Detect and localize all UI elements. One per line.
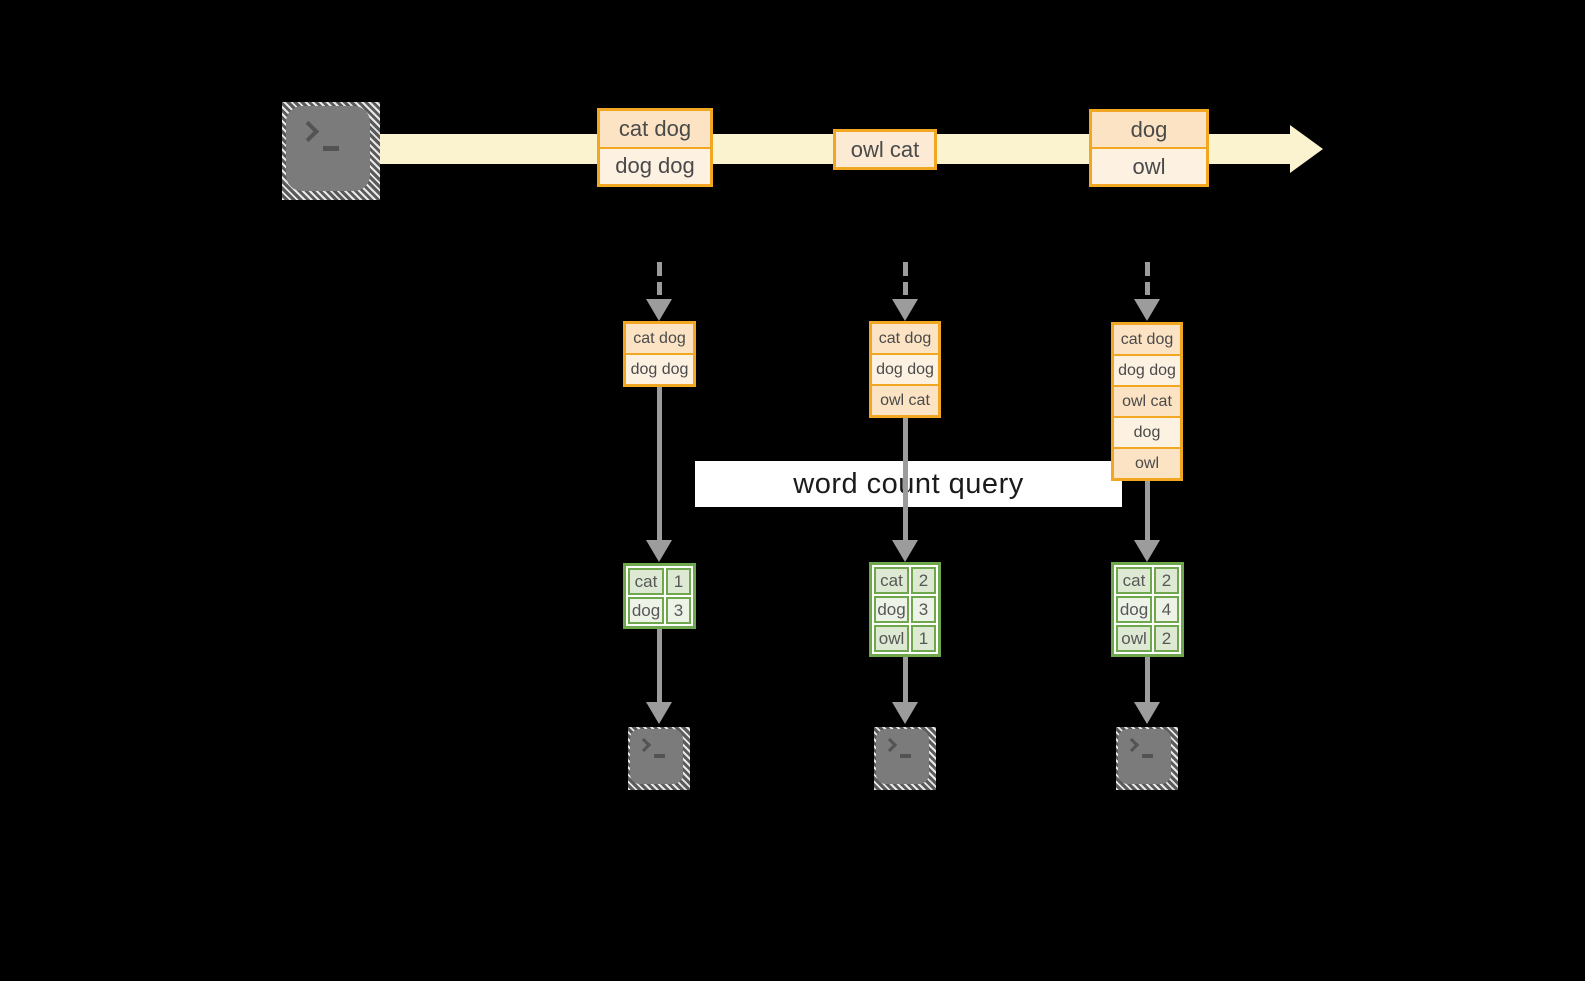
record-text: cat dog: [1114, 325, 1180, 354]
prompt-underscore-icon: [900, 754, 911, 758]
table-to-terminal-arrow: [1145, 657, 1150, 703]
table-to-terminal-arrow: [903, 657, 908, 703]
output-terminal-icon-1: [628, 727, 690, 790]
prompt-underscore-icon: [1142, 754, 1153, 758]
word-cell: cat: [874, 567, 909, 594]
record-text: dog dog: [600, 146, 710, 184]
arrow-head-icon: [892, 299, 918, 321]
arrow-head-icon: [1134, 702, 1160, 724]
stream-record-box-1: cat dog dog dog: [597, 108, 713, 187]
terminal-body: [876, 729, 929, 784]
record-text: dog dog: [626, 353, 693, 384]
word-cell: cat: [628, 568, 664, 595]
record-text: cat dog: [626, 324, 693, 353]
arrow-head-icon: [1134, 299, 1160, 321]
record-text: dog dog: [872, 353, 938, 384]
word-cell: dog: [874, 596, 909, 623]
arrow-head-icon: [646, 540, 672, 562]
record-text: owl cat: [836, 132, 934, 167]
arrow-head-icon: [646, 702, 672, 724]
prompt-chevron-icon: [297, 120, 320, 143]
arrow-head-icon: [646, 299, 672, 321]
ingest-dashed-arrow: [657, 262, 662, 276]
word-cell: dog: [1116, 596, 1152, 623]
record-text: cat dog: [600, 111, 710, 147]
stack-to-table-arrow: [903, 416, 908, 541]
word-cell: owl: [874, 625, 909, 652]
count-cell: 1: [911, 625, 936, 652]
record-text: dog: [1114, 416, 1180, 447]
word-cell: owl: [1116, 625, 1152, 652]
record-text: owl: [1092, 147, 1206, 184]
arrow-head-icon: [1134, 540, 1160, 562]
count-cell: 3: [911, 596, 936, 623]
terminal-body: [1118, 729, 1171, 784]
word-count-table-3: cat 2 dog 4 owl 2: [1111, 562, 1184, 657]
output-terminal-icon-3: [1116, 727, 1178, 790]
prompt-chevron-icon: [882, 737, 898, 753]
ingest-dashed-arrow: [1145, 262, 1150, 276]
output-terminal-icon-2: [874, 727, 936, 790]
ingest-dashed-arrow: [657, 282, 662, 295]
word-cell: dog: [628, 597, 664, 624]
stack-to-table-arrow: [1145, 478, 1150, 541]
record-text: dog dog: [1114, 354, 1180, 385]
stack-to-table-arrow: [657, 385, 662, 541]
prompt-chevron-icon: [1124, 737, 1140, 753]
count-cell: 3: [666, 597, 691, 624]
record-text: dog: [1092, 112, 1206, 147]
ingest-dashed-arrow: [903, 262, 908, 276]
record-text: cat dog: [872, 324, 938, 353]
stream-arrow-head-icon: [1290, 125, 1323, 173]
prompt-underscore-icon: [323, 146, 339, 151]
terminal-body: [286, 106, 370, 191]
terminal-body: [630, 729, 683, 784]
word-count-table-1: cat 1 dog 3: [623, 563, 696, 629]
table-to-terminal-arrow: [657, 629, 662, 703]
arrow-head-icon: [892, 540, 918, 562]
arrow-head-icon: [892, 702, 918, 724]
word-count-table-2: cat 2 dog 3 owl 1: [869, 562, 941, 657]
record-text: owl cat: [872, 384, 938, 415]
stream-record-box-2: owl cat: [833, 129, 937, 170]
record-stack-2: cat dog dog dog owl cat: [869, 321, 941, 418]
ingest-dashed-arrow: [1145, 282, 1150, 295]
count-cell: 2: [1154, 567, 1179, 594]
record-text: owl cat: [1114, 385, 1180, 416]
count-cell: 2: [1154, 625, 1179, 652]
record-stack-3: cat dog dog dog owl cat dog owl: [1111, 322, 1183, 481]
record-text: owl: [1114, 447, 1180, 478]
record-stack-1: cat dog dog dog: [623, 321, 696, 387]
query-band-label: word count query: [793, 467, 1024, 500]
source-terminal-icon: [282, 102, 380, 200]
count-cell: 2: [911, 567, 936, 594]
stream-record-box-3: dog owl: [1089, 109, 1209, 187]
count-cell: 4: [1154, 596, 1179, 623]
prompt-chevron-icon: [636, 737, 652, 753]
query-band: word count query: [695, 461, 1122, 507]
word-cell: cat: [1116, 567, 1152, 594]
ingest-dashed-arrow: [903, 282, 908, 295]
count-cell: 1: [666, 568, 691, 595]
prompt-underscore-icon: [654, 754, 665, 758]
